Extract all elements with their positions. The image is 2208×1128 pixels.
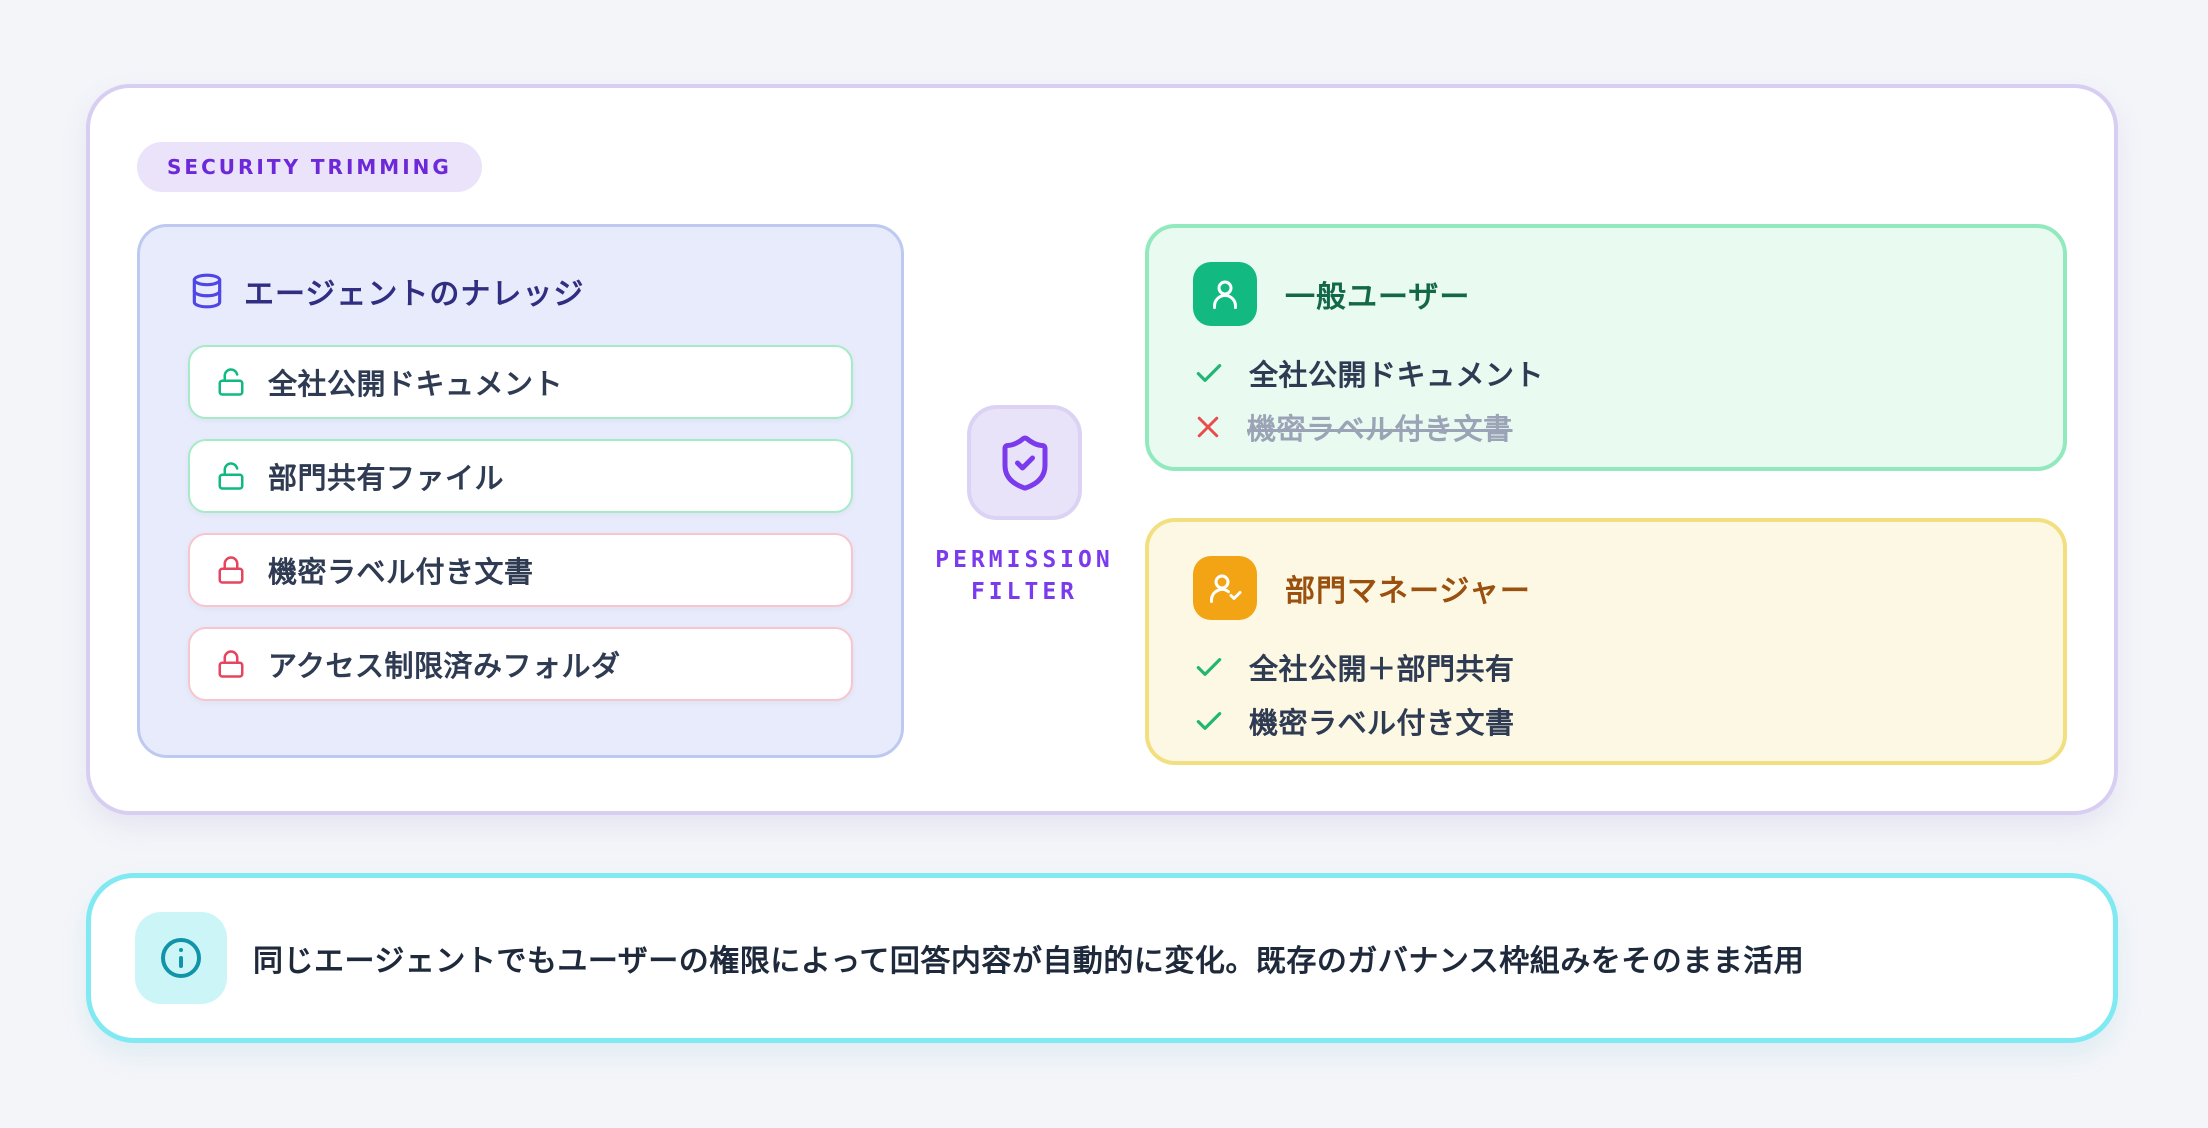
manager-rows: 全社公開＋部門共有 機密ラベル付き文書 — [1193, 646, 2019, 742]
permission-row-label: 機密ラベル付き文書 — [1249, 706, 1515, 740]
check-icon — [1193, 705, 1225, 737]
knowledge-items: 全社公開ドキュメント 部門共有ファイル 機密ラベ — [188, 345, 853, 701]
knowledge-item-label: アクセス制限済みフォルダ — [268, 649, 621, 683]
manager-header: 部門マネージャー — [1193, 556, 2019, 620]
lock-closed-icon — [216, 555, 246, 585]
lock-open-icon — [216, 461, 246, 491]
knowledge-item-label: 全社公開ドキュメント — [268, 367, 564, 401]
info-icon — [157, 934, 205, 982]
lock-open-icon — [216, 367, 246, 397]
knowledge-title: エージェントのナレッジ — [244, 277, 585, 312]
badge-label: SECURITY TRIMMING — [167, 155, 452, 179]
general-user-panel: 一般ユーザー 全社公開ドキュメント 機密ラベル付き文書 — [1145, 224, 2067, 471]
manager-title: 部門マネージャー — [1285, 574, 1531, 609]
info-icon-box — [135, 912, 227, 1004]
check-icon — [1193, 651, 1225, 683]
knowledge-item: 機密ラベル付き文書 — [188, 533, 853, 607]
shield-check-icon — [995, 433, 1055, 493]
general-user-rows: 全社公開ドキュメント 機密ラベル付き文書 — [1193, 352, 2019, 448]
knowledge-item-label: 部門共有ファイル — [268, 461, 505, 495]
knowledge-item: 全社公開ドキュメント — [188, 345, 853, 419]
knowledge-item: アクセス制限済みフォルダ — [188, 627, 853, 701]
general-user-title: 一般ユーザー — [1285, 280, 1471, 315]
permission-row: 機密ラベル付き文書 — [1193, 700, 2019, 742]
user-icon — [1193, 262, 1257, 326]
shield-icon-box — [967, 405, 1082, 520]
knowledge-header: エージェントのナレッジ — [188, 269, 853, 313]
database-icon — [188, 272, 226, 310]
footnote-bar: 同じエージェントでもユーザーの権限によって回答内容が自動的に変化。既存のガバナン… — [86, 873, 2118, 1043]
permission-row: 機密ラベル付き文書 — [1193, 406, 2019, 448]
permission-filter: PERMISSION FILTER — [904, 405, 1145, 608]
permission-row-label: 機密ラベル付き文書 — [1247, 412, 1513, 446]
permission-row-label: 全社公開＋部門共有 — [1249, 652, 1515, 686]
cross-icon — [1193, 412, 1223, 442]
permission-row: 全社公開ドキュメント — [1193, 352, 2019, 394]
general-user-header: 一般ユーザー — [1193, 262, 2019, 326]
agent-knowledge-panel: エージェントのナレッジ 全社公開ドキュメント — [137, 224, 904, 758]
security-trimming-badge: SECURITY TRIMMING — [137, 142, 482, 192]
lock-closed-icon — [216, 649, 246, 679]
department-manager-panel: 部門マネージャー 全社公開＋部門共有 機密ラベル付き文書 — [1145, 518, 2067, 765]
footnote-text: 同じエージェントでもユーザーの権限によって回答内容が自動的に変化。既存のガバナン… — [253, 944, 1805, 979]
user-check-icon — [1193, 556, 1257, 620]
knowledge-item-label: 機密ラベル付き文書 — [268, 555, 534, 589]
permission-filter-label: PERMISSION FILTER — [935, 547, 1114, 606]
knowledge-item: 部門共有ファイル — [188, 439, 853, 513]
permission-row-label: 全社公開ドキュメント — [1249, 358, 1545, 392]
check-icon — [1193, 357, 1225, 389]
permission-row: 全社公開＋部門共有 — [1193, 646, 2019, 688]
